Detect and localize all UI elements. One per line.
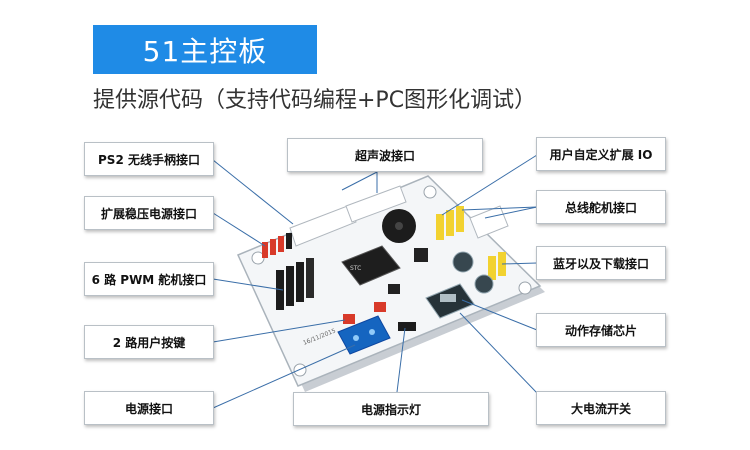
label-bluetooth: 蓝牙以及下载接口 xyxy=(536,246,666,280)
terminal-screw xyxy=(369,329,375,335)
label-user-io: 用户自定义扩展 IO xyxy=(536,137,666,171)
terminal-screw xyxy=(353,335,359,341)
small-chip xyxy=(388,284,400,294)
user-key xyxy=(343,314,355,324)
chip-marking: STC xyxy=(350,265,361,272)
title-banner: 51主控板 xyxy=(93,25,317,74)
label-action-storage: 动作存储芯片 xyxy=(536,313,666,347)
label-regulated-power: 扩展稳压电源接口 xyxy=(84,196,214,230)
ultrasonic-connector xyxy=(289,204,357,247)
mcu-chip xyxy=(341,245,401,286)
power-switch-slider xyxy=(440,294,456,302)
leader-lines xyxy=(212,154,538,409)
mount-hole xyxy=(293,363,307,377)
ultrasonic-connector xyxy=(345,185,407,223)
mount-hole xyxy=(423,185,437,199)
label-power-port: 电源接口 xyxy=(84,391,214,425)
buzzer-hole xyxy=(395,222,403,230)
power-led xyxy=(398,322,416,331)
capacitor xyxy=(452,251,474,273)
bus-servo-connector xyxy=(469,205,509,239)
capacitor xyxy=(474,274,494,294)
label-ps2: PS2 无线手柄接口 xyxy=(84,142,214,176)
power-terminal xyxy=(337,315,391,355)
mount-hole xyxy=(518,281,532,295)
label-bus-servo: 总线舵机接口 xyxy=(536,190,666,224)
user-io-headers xyxy=(436,206,464,240)
label-pwm-servo: 6 路 PWM 舵机接口 xyxy=(84,262,214,296)
label-power-switch: 大电流开关 xyxy=(536,391,666,425)
label-power-indicator: 电源指示灯 xyxy=(293,392,489,426)
user-key xyxy=(374,302,386,312)
small-chip xyxy=(414,248,428,262)
label-ultrasonic: 超声波接口 xyxy=(287,138,483,172)
label-user-keys: 2 路用户按键 xyxy=(84,325,214,359)
title-text: 51主控板 xyxy=(142,34,268,68)
regulated-power-pins xyxy=(262,233,292,258)
subtitle-text: 提供源代码（支持代码编程+PC图形化调试） xyxy=(93,88,537,113)
